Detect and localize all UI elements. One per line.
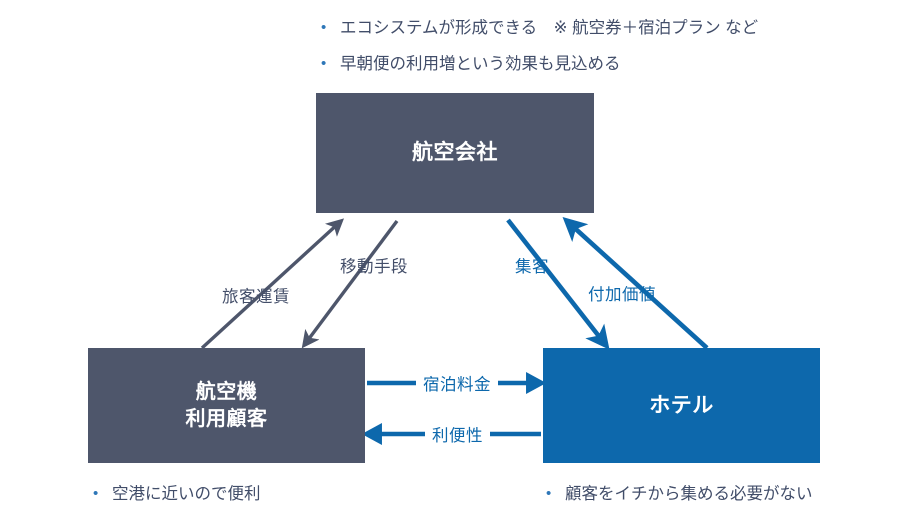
bullet-icon: • [321, 19, 327, 36]
notes-top: • エコシステムが形成できる ※ 航空券＋宿泊プラン など • 早朝便の利用増と… [318, 14, 758, 78]
arrow-fare [200, 218, 345, 350]
edge-label-fare: 旅客運賃 [222, 288, 290, 306]
edge-label-room-fee: 宿泊料金 [416, 371, 498, 395]
edge-label-convenience: 利便性 [425, 422, 490, 446]
edge-label-attract-customers: 集客 [515, 258, 549, 276]
arrow-transport [301, 219, 399, 349]
node-airline[interactable]: 航空会社 [316, 93, 594, 213]
node-hotel[interactable]: ホテル [543, 348, 820, 463]
node-airline-label: 航空会社 [412, 141, 498, 165]
bullet-icon: • [321, 55, 327, 72]
notes-hotel: • 顧客をイチから集める必要がない [543, 480, 813, 508]
node-aircraft-customer[interactable]: 航空機 利用顧客 [88, 348, 365, 463]
list-item: • 顧客をイチから集める必要がない [543, 480, 813, 508]
note-text: 早朝便の利用増という効果も見込める [340, 55, 621, 73]
bullet-icon: • [546, 485, 552, 502]
list-item: • 早朝便の利用増という効果も見込める [318, 50, 758, 78]
node-customer-label-line2: 利用顧客 [185, 407, 268, 430]
note-text: 空港に近いので便利 [112, 485, 261, 503]
edge-label-added-value: 付加価値 [588, 286, 656, 304]
notes-customer: • 空港に近いので便利 [90, 480, 261, 508]
arrow-attract [506, 218, 610, 350]
list-item: • エコシステムが形成できる ※ 航空券＋宿泊プラン など [318, 14, 758, 42]
list-item: • 空港に近いので便利 [90, 480, 261, 508]
note-text: エコシステムが形成できる ※ 航空券＋宿泊プラン など [340, 19, 759, 37]
node-hotel-label: ホテル [649, 393, 714, 417]
edge-label-transport: 移動手段 [340, 258, 408, 276]
bullet-icon: • [93, 485, 99, 502]
note-text: 顧客をイチから集める必要がない [565, 485, 813, 503]
arrow-value [562, 217, 709, 350]
node-customer-label-line1: 航空機 [195, 381, 258, 404]
node-aircraft-customer-labels: 航空機 利用顧客 [186, 379, 268, 432]
